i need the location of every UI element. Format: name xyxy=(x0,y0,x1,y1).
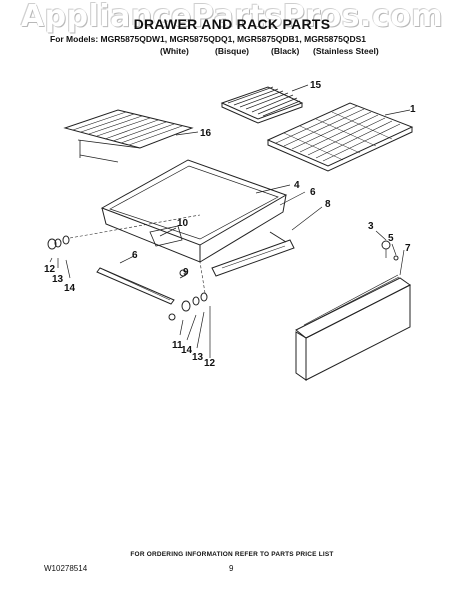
slide-rack-part-16 xyxy=(63,109,194,163)
callout-7: 7 xyxy=(405,243,411,254)
callout-9: 9 xyxy=(183,267,189,278)
callout-8: 8 xyxy=(325,199,331,210)
variant-bisque: (Bisque) xyxy=(215,46,249,56)
variant-stainless: (Stainless Steel) xyxy=(313,46,379,56)
callout-1: 1 xyxy=(410,104,416,115)
small-rack-part-15 xyxy=(220,86,304,124)
callout-6-upper: 6 xyxy=(310,187,316,198)
callout-12-right: 12 xyxy=(204,358,216,369)
callout-15: 15 xyxy=(310,80,322,91)
callout-12-left: 12 xyxy=(44,264,56,275)
page-number: 9 xyxy=(229,564,234,573)
watermark: AppliancePartsPros.com xyxy=(20,0,444,34)
callout-14-left: 14 xyxy=(64,283,76,294)
callout-11: 11 xyxy=(172,340,183,351)
drawer-pan-part-4 xyxy=(100,159,288,263)
callout-14-right: 14 xyxy=(181,345,193,356)
callout-5: 5 xyxy=(388,233,394,244)
callout-13-left: 13 xyxy=(52,274,64,285)
variant-white: (White) xyxy=(160,46,189,56)
models-line: For Models: MGR5875QDW1, MGR5875QDQ1, MG… xyxy=(50,34,367,44)
slide-part-6 xyxy=(96,267,175,305)
drawer-front-part-7 xyxy=(295,274,411,381)
callout-16: 16 xyxy=(200,128,212,139)
slide-rail-part-8 xyxy=(211,231,295,277)
callout-4: 4 xyxy=(294,180,300,191)
fastener-part-9 xyxy=(179,269,187,277)
ordering-note: FOR ORDERING INFORMATION REFER TO PARTS … xyxy=(130,551,334,558)
variant-black: (Black) xyxy=(271,46,300,56)
callout-13-right: 13 xyxy=(192,352,204,363)
clip-part-5 xyxy=(393,255,399,261)
page-title: DRAWER AND RACK PARTS xyxy=(133,16,331,32)
document-id: W10278514 xyxy=(44,564,88,573)
large-rack-part-1 xyxy=(266,102,414,172)
callout-3: 3 xyxy=(368,221,374,232)
callout-10: 10 xyxy=(177,218,189,229)
callout-6-lower: 6 xyxy=(132,250,138,261)
